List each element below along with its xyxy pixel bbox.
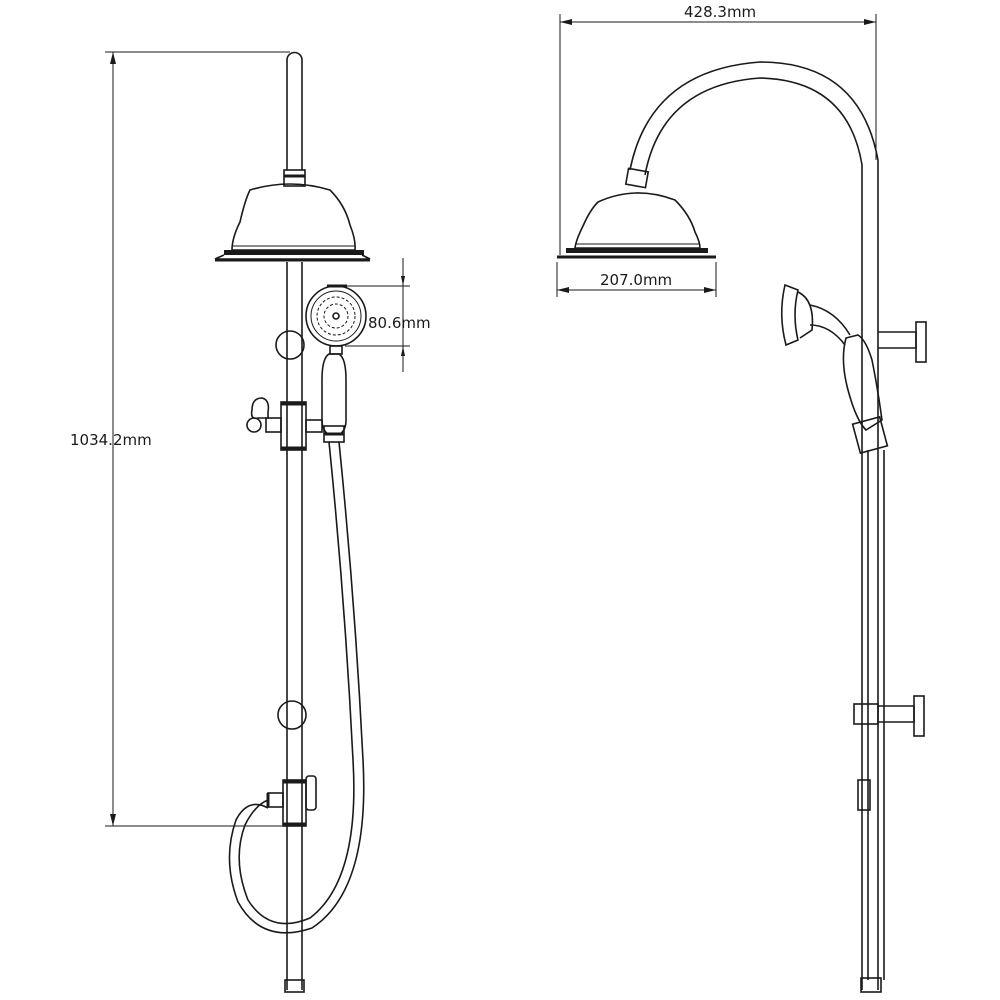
hand-shower-dimension: 80.6mm (345, 258, 431, 372)
hand-shower-diameter-label: 80.6mm (368, 314, 431, 332)
upper-wall-bracket (878, 321, 927, 363)
side-view: 428.3mm 207.0mm (556, 3, 927, 993)
height-dimension: 1034.2mm (70, 51, 290, 827)
lower-wall-bracket (853, 695, 925, 737)
lower-outlet (266, 775, 317, 827)
head-diameter-dimension: 207.0mm (556, 262, 717, 297)
width-dimension: 428.3mm (559, 3, 877, 255)
hose (228, 441, 365, 934)
gooseneck-arm (624, 61, 879, 990)
rail-bracket-lower (277, 700, 307, 730)
diverter-valve (246, 397, 323, 451)
shower-head (214, 183, 371, 262)
side-hand-shower (780, 283, 889, 455)
width-dimension-label: 428.3mm (684, 3, 756, 21)
head-diameter-label: 207.0mm (600, 271, 672, 289)
side-shower-head (557, 192, 716, 259)
height-dimension-label: 1034.2mm (70, 431, 152, 449)
front-view: 1034.2mm (70, 51, 431, 993)
side-hose (857, 450, 885, 980)
hand-shower (305, 284, 367, 443)
riser-rail (286, 51, 303, 170)
rail-bracket-upper (275, 330, 305, 360)
